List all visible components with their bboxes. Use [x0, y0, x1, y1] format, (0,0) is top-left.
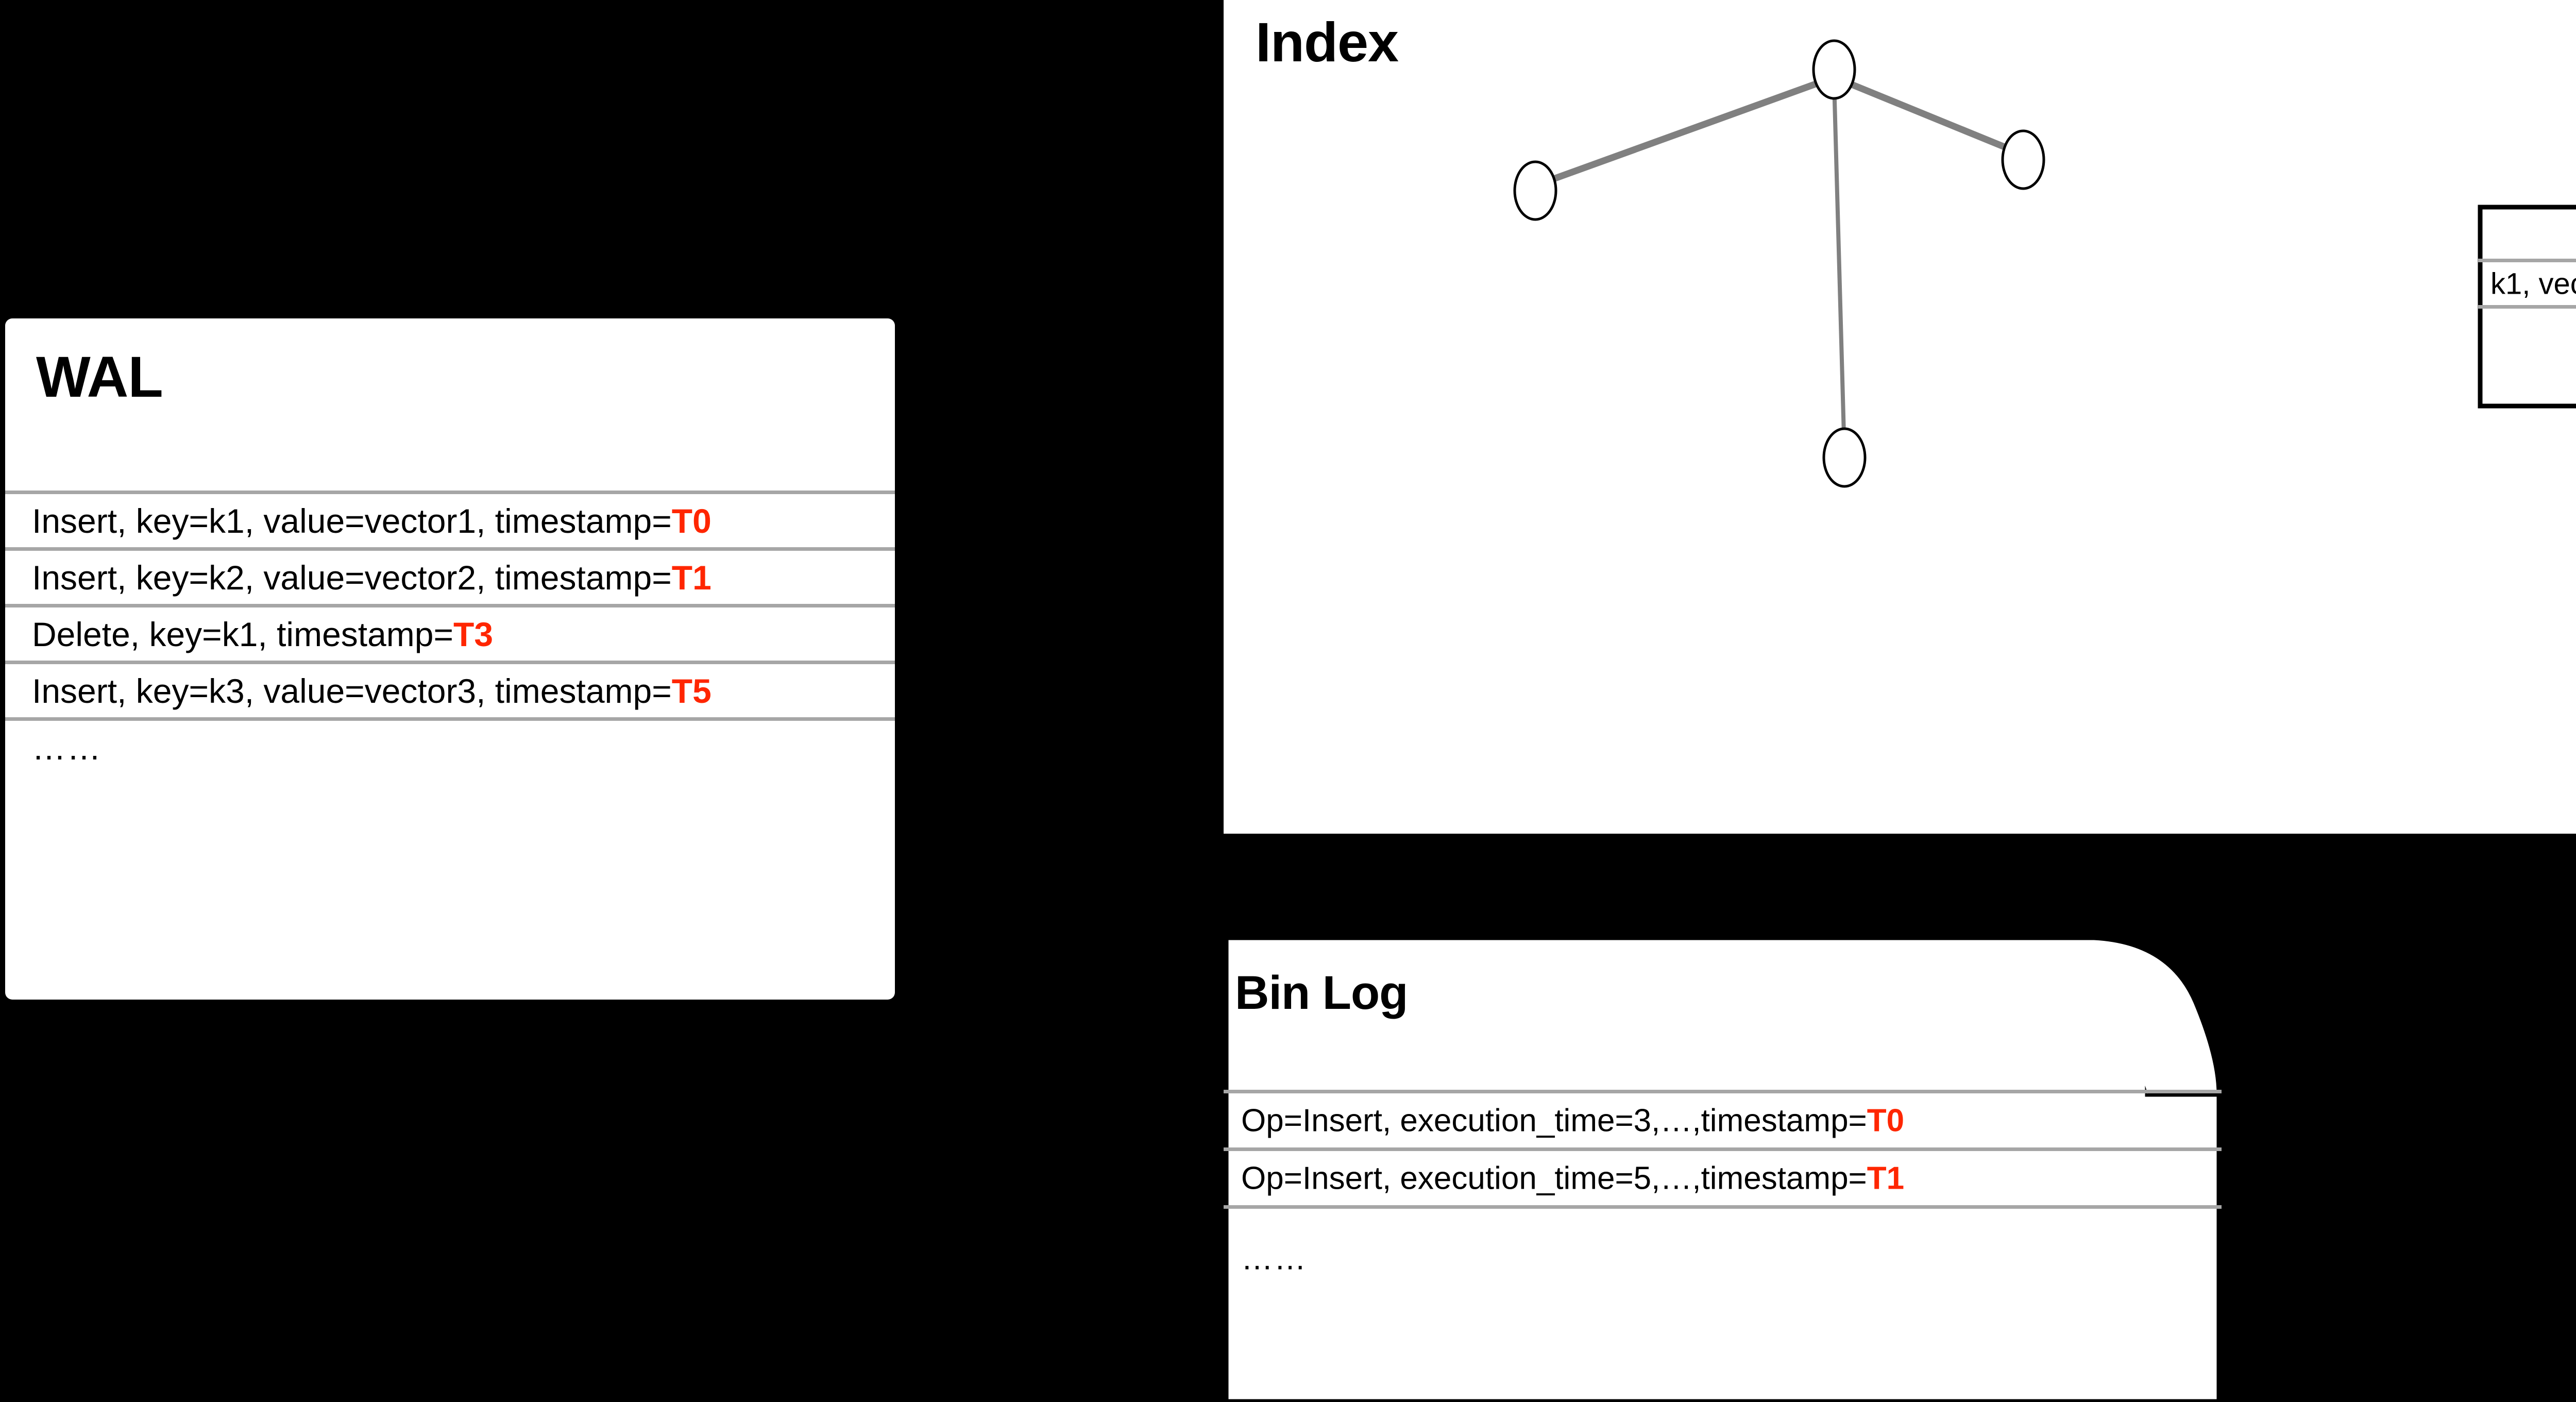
wal-row: Insert, key=k2, value=vector2, timestamp… [5, 547, 895, 604]
doc-row: Op=Insert, execution_time=3,…,timestamp=… [1224, 1090, 2222, 1147]
tree-node-root [1812, 39, 1856, 100]
tree-node-middle [1822, 427, 1867, 488]
wal-row-text: Insert, key=k1, value=vector1, timestamp… [32, 501, 711, 540]
doc-row: k1, vector1, timestamp=T0 [2478, 259, 2576, 305]
wal-title: WAL [36, 345, 163, 409]
wal-row: Insert, key=k3, value=vector3, timestamp… [5, 661, 895, 717]
index-leaf-k1-rows: k1, vector1, timestamp=T0 …… [2478, 205, 2576, 408]
folded-page-icon [1223, 934, 2223, 1402]
tree-edges [1534, 74, 2025, 189]
doc-row-text: Op=Insert, execution_time=5,…,timestamp=… [1241, 1160, 1905, 1196]
wal-row-ellipsis: …… [32, 728, 102, 767]
index-leaf-k1: k1, vector1, timestamp=T0 …… [2478, 205, 2576, 409]
tree-edge-middle [1832, 82, 1846, 454]
index-panel: Index k1, [1224, 0, 2576, 834]
doc-row-ellipsis: …… [1241, 1241, 1307, 1276]
tree-node-right [2001, 129, 2045, 190]
doc-row: Op=Insert, execution_time=5,…,timestamp=… [1224, 1147, 2222, 1205]
tree-edge-root-right [1833, 74, 2025, 158]
wal-panel: WAL Insert, key=k1, value=vector1, times… [5, 318, 895, 1000]
doc-row-ellipsis: …… [2478, 340, 2576, 375]
wal-row-text: Delete, key=k1, timestamp=T3 [32, 615, 494, 653]
wal-row-text: Insert, key=k3, value=vector3, timestamp… [32, 671, 711, 710]
doc-row-text: Op=Insert, execution_time=3,…,timestamp=… [1241, 1103, 1905, 1138]
wal-row: Delete, key=k1, timestamp=T3 [5, 604, 895, 661]
bin-log-body: Bin Log Op=Insert, execution_time=3,…,ti… [1224, 935, 2222, 1402]
tree-edge-root-left [1534, 74, 1836, 189]
wal-row-text: Insert, key=k2, value=vector2, timestamp… [32, 558, 711, 597]
wal-row: …… [5, 717, 895, 774]
index-title: Index [1256, 11, 1399, 73]
doc-row: …… [2478, 305, 2576, 406]
bin-log-title: Bin Log [1235, 967, 1408, 1019]
wal-row: Insert, key=k1, value=vector1, timestamp… [5, 491, 895, 547]
bin-log-card: Bin Log Op=Insert, execution_time=3,…,ti… [1223, 934, 2223, 1402]
tree-nodes [1513, 39, 2045, 488]
doc-row-text: k1, vector1, timestamp=T0 [2490, 267, 2576, 300]
tree-node-left [1513, 160, 1557, 221]
doc-row: …… [1224, 1205, 2222, 1308]
index-tree-graph [1513, 39, 2045, 488]
